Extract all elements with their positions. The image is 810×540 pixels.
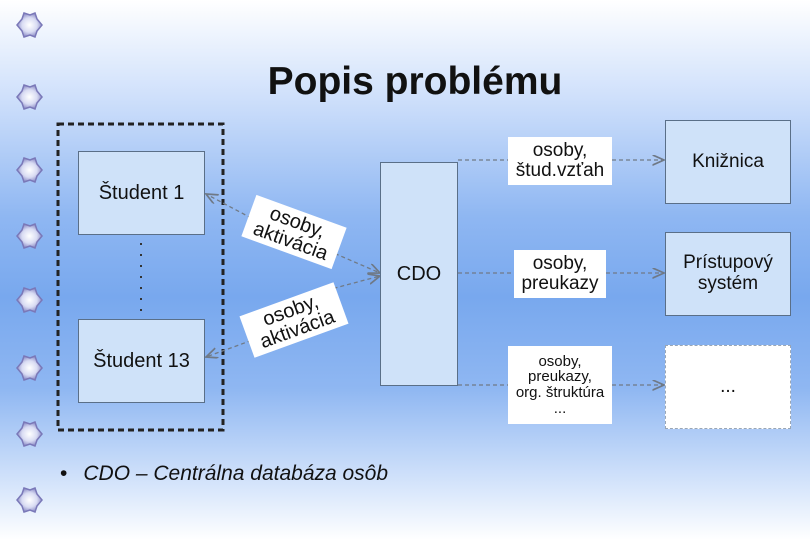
kniznica-label: Knižnica — [692, 150, 764, 172]
cdo-label: CDO — [396, 263, 442, 285]
student13-label: Študent 13 — [93, 350, 190, 372]
ornament-icon — [16, 421, 43, 447]
kniznica-edge-label-line1: osoby, — [532, 140, 588, 162]
cdo-box: CDO — [380, 162, 458, 386]
bullet-text: CDO – Centrálna databáza osôb — [83, 462, 389, 485]
other-edge-label: osoby, preukazy, org. štruktúra ... — [508, 346, 612, 424]
other-system-label: ... — [720, 375, 736, 397]
other-edge-label-line2: preukazy, — [528, 368, 592, 386]
other-system-box: ... — [665, 345, 791, 429]
other-edge-label-line3: org. štruktúra — [515, 384, 605, 401]
kniznica-edge-label: osoby, štud.vzťah — [508, 137, 612, 185]
students-group-border — [56, 122, 225, 432]
other-edge-label-line1: osoby, — [538, 352, 582, 370]
pristupovy-edge-label-line2: preukazy — [521, 273, 599, 294]
pristupovy-label-line1: Prístupový — [683, 252, 773, 274]
bullet-item: • CDO – Centrálna databáza osôb — [60, 462, 388, 486]
bullet-marker: • — [60, 462, 68, 485]
ornament-icon — [16, 84, 43, 110]
ornament-icon — [16, 487, 43, 513]
pristupovy-label-line2: systém — [697, 273, 759, 294]
slide-title: Popis problému — [267, 60, 563, 103]
arrow-cdo-to-student1 — [206, 194, 271, 229]
ornament-icon — [16, 12, 43, 38]
decorative-ornaments — [16, 12, 43, 513]
student1-label: Študent 1 — [98, 182, 185, 204]
ornament-icon — [16, 355, 43, 381]
kniznica-edge-label-line2: štud.vzťah — [515, 160, 605, 181]
student1-box: Študent 1 — [78, 151, 205, 235]
ornament-icon — [16, 223, 43, 249]
pristupovy-box: Prístupový systém — [665, 232, 791, 316]
pristupovy-edge-label: osoby, preukazy — [514, 250, 606, 298]
other-edge-label-line4: ... — [553, 399, 567, 417]
student13-box: Študent 13 — [78, 319, 205, 403]
ornament-icon — [16, 287, 43, 313]
kniznica-box: Knižnica — [665, 120, 791, 204]
pristupovy-edge-label-line1: osoby, — [532, 253, 588, 275]
ornament-icon — [16, 157, 43, 183]
